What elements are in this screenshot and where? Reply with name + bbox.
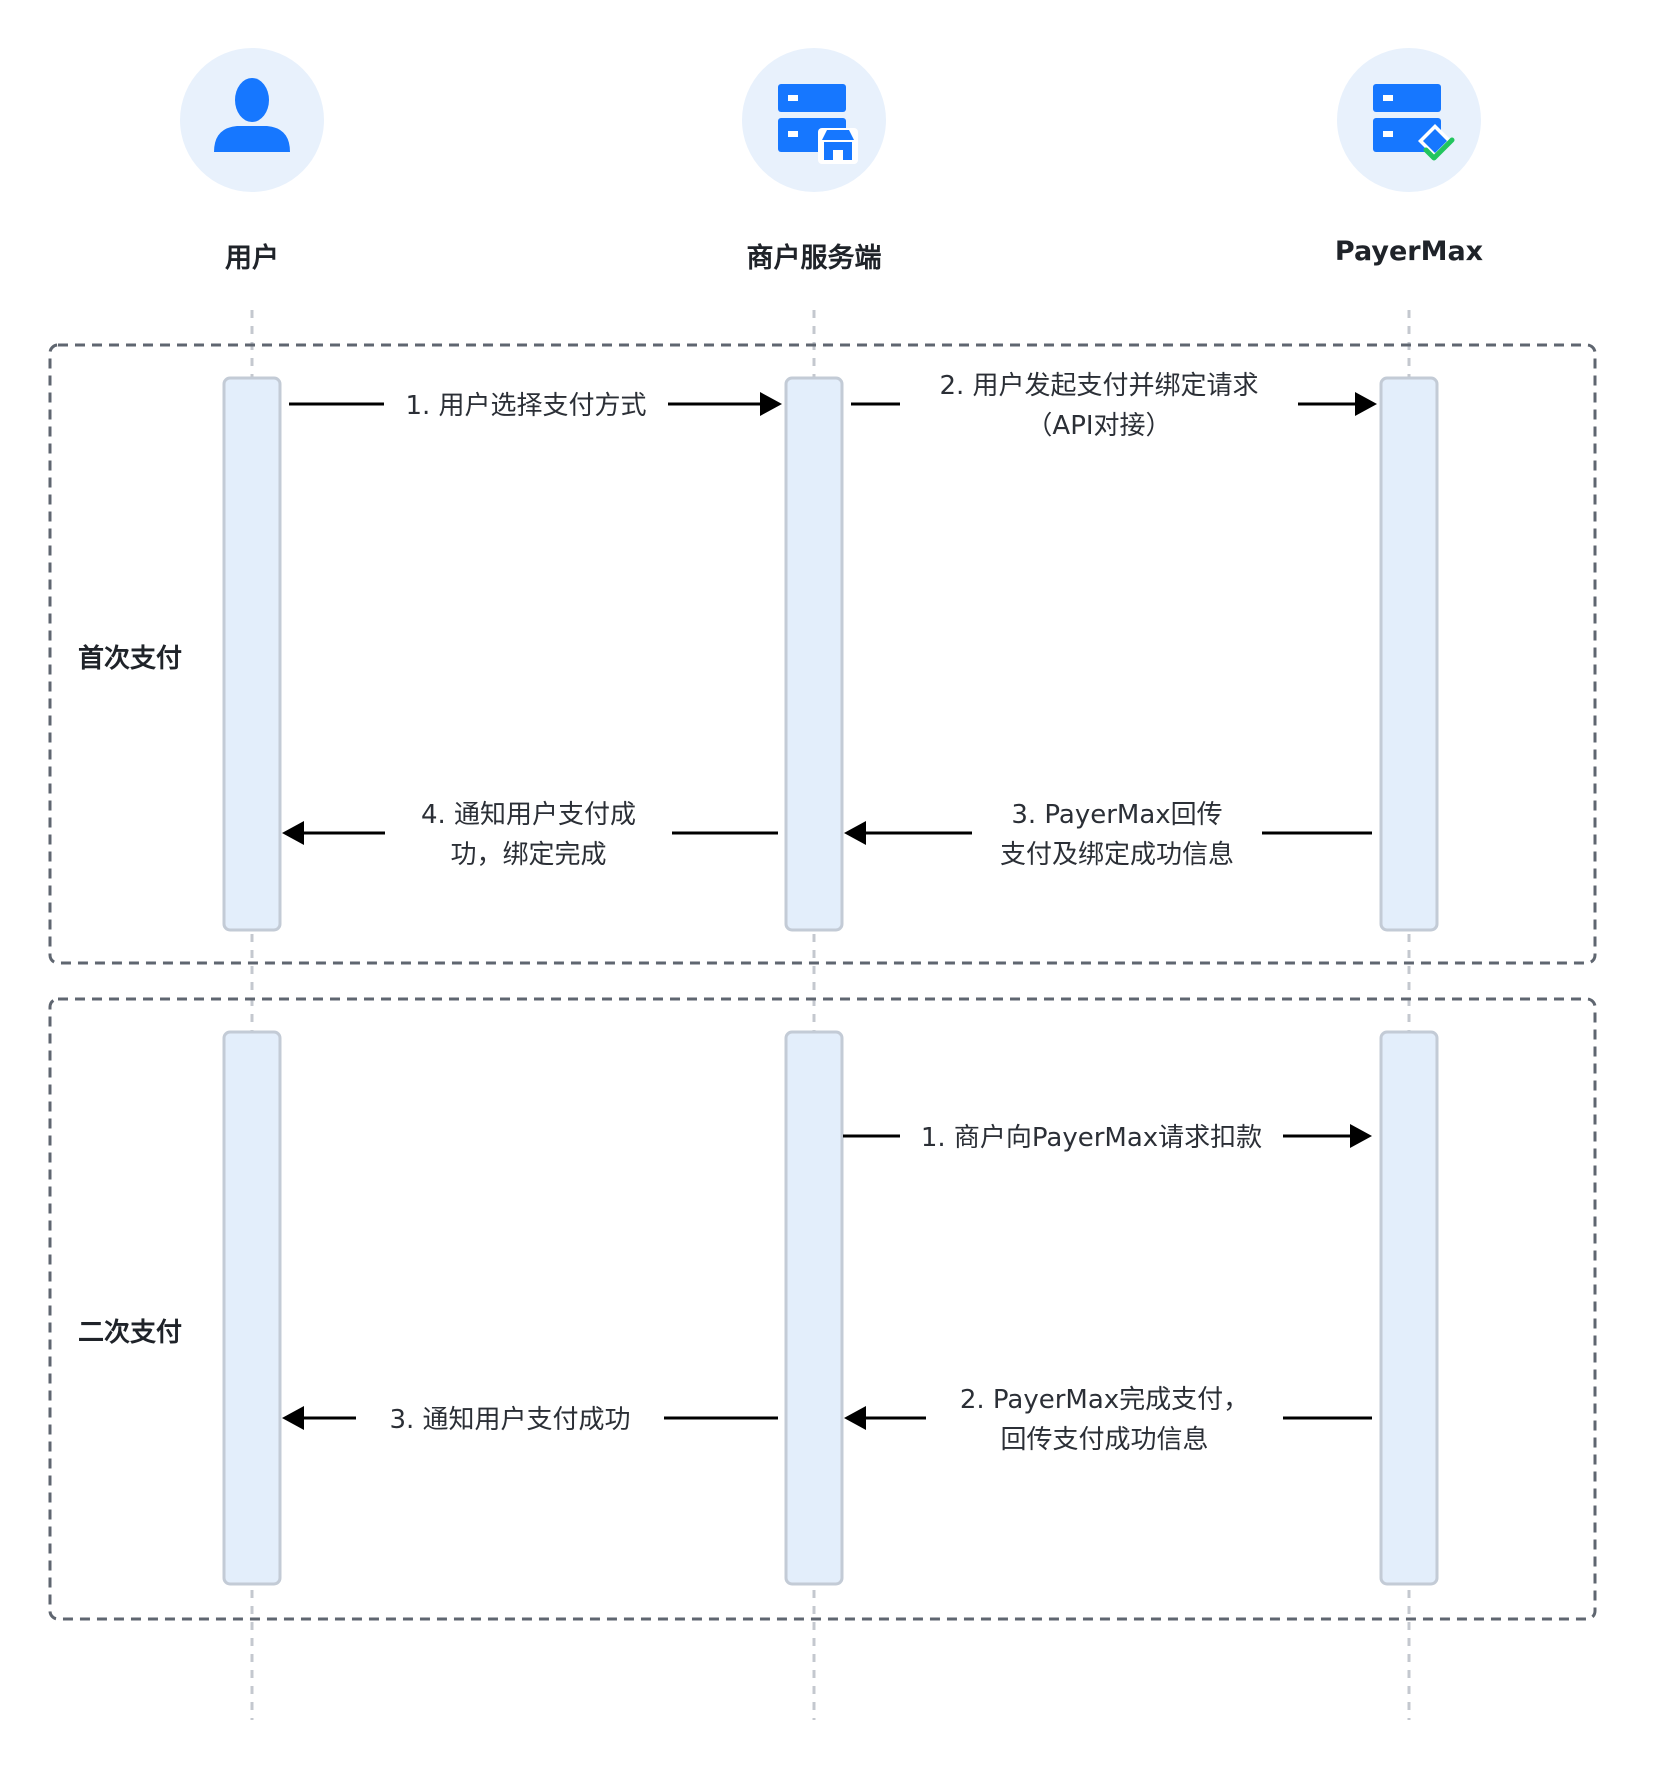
message-arrow-first-3 xyxy=(844,821,1372,845)
merchant-server-icon xyxy=(778,84,858,164)
message-line: 支付及绑定成功信息 xyxy=(999,840,1234,870)
message-line: 功，绑定完成 xyxy=(450,840,607,870)
message-line: 3. PayerMax回传 xyxy=(1011,800,1223,830)
actor-label-merchant: 商户服务端 xyxy=(746,243,882,274)
activation-payermax-second xyxy=(1379,1030,1439,1586)
message-label-first-1: 1. 用户选择支付方式 xyxy=(386,386,666,426)
phase-label-first: 首次支付 xyxy=(78,644,183,674)
message-arrow-first-4 xyxy=(282,821,778,845)
message-label-second-1: 1. 商户向PayerMax请求扣款 xyxy=(902,1118,1281,1158)
payermax-server-icon xyxy=(1373,84,1455,161)
message-line: 1. 用户选择支付方式 xyxy=(405,391,647,421)
message-line: 2. PayerMax完成支付， xyxy=(959,1385,1250,1415)
actor-label-payermax: PayerMax xyxy=(1334,236,1484,267)
phase-label-second: 二次支付 xyxy=(78,1318,183,1348)
activation-payermax-first xyxy=(1379,376,1439,932)
message-arrow-first-2 xyxy=(851,392,1377,416)
message-line: 1. 商户向PayerMax请求扣款 xyxy=(920,1123,1263,1153)
message-line: 3. 通知用户支付成功 xyxy=(389,1405,631,1435)
message-arrow-first-1 xyxy=(289,392,782,416)
message-line: 回传支付成功信息 xyxy=(1000,1425,1209,1455)
message-label-first-4: 4. 通知用户支付成 功，绑定完成 xyxy=(387,795,670,875)
message-label-second-3: 3. 通知用户支付成功 xyxy=(358,1400,662,1440)
message-line: 4. 通知用户支付成 xyxy=(420,800,637,830)
activation-user-second xyxy=(222,1030,282,1586)
message-label-first-3: 3. PayerMax回传 支付及绑定成功信息 xyxy=(974,795,1260,875)
check-icon xyxy=(1423,137,1455,161)
user-icon xyxy=(214,78,290,152)
activation-merchant-first xyxy=(784,376,844,932)
message-arrow-second-2 xyxy=(844,1406,1372,1430)
activation-user-first xyxy=(222,376,282,932)
message-line: 2. 用户发起支付并绑定请求 xyxy=(939,371,1259,401)
message-arrow-second-3 xyxy=(282,1406,778,1430)
message-label-second-2: 2. PayerMax完成支付， 回传支付成功信息 xyxy=(928,1380,1281,1460)
actor-label-user: 用户 xyxy=(225,243,279,274)
phase-frame-second xyxy=(48,997,1597,1621)
message-line: （API对接） xyxy=(1026,411,1172,441)
phase-frame-first xyxy=(48,343,1597,965)
activation-merchant-second xyxy=(784,1030,844,1586)
message-arrow-second-1 xyxy=(843,1124,1372,1148)
message-label-first-2: 2. 用户发起支付并绑定请求 （API对接） xyxy=(902,366,1296,446)
